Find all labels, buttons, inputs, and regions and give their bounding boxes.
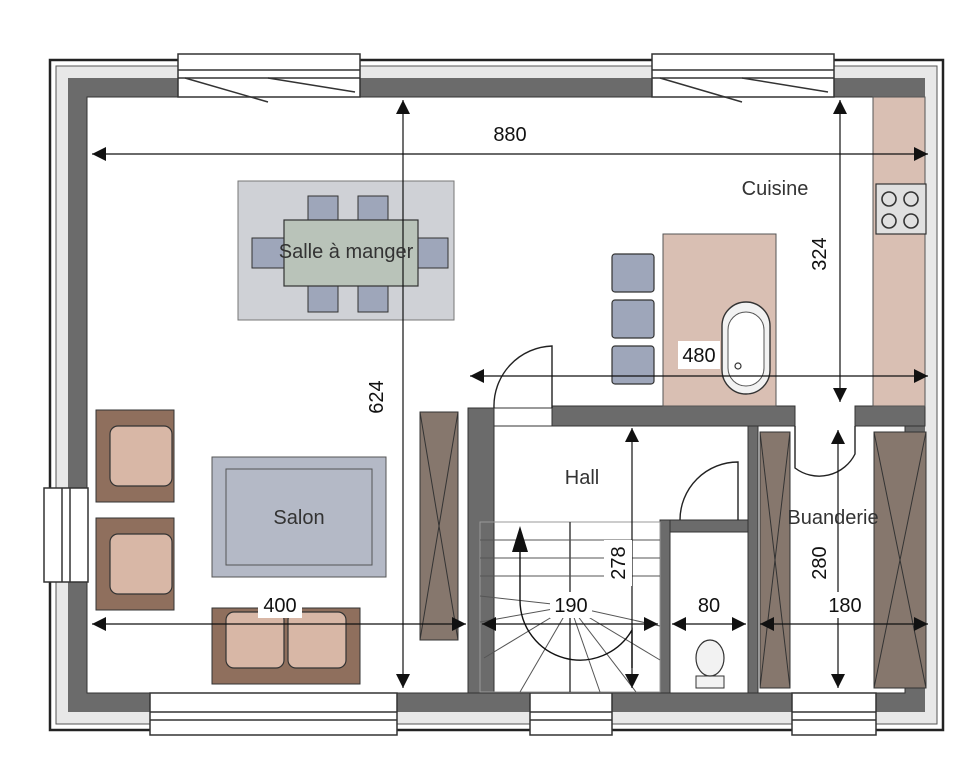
doors — [493, 345, 856, 521]
stool-1 — [611, 253, 655, 293]
room-buanderie: Buanderie — [787, 507, 878, 529]
window-bottom-hall — [529, 692, 613, 736]
window-top-right — [651, 53, 835, 98]
kitchen-island — [611, 233, 777, 407]
windows — [43, 53, 877, 736]
window-top-left — [177, 53, 361, 98]
dim-880: 880 — [493, 124, 526, 146]
stool-2 — [611, 299, 655, 339]
dining-table — [283, 219, 419, 287]
dim-190: 190 — [554, 595, 587, 617]
closets — [419, 411, 927, 689]
living-rug — [211, 456, 387, 578]
window-bottom-laundry — [791, 692, 877, 736]
toilet-icon — [695, 639, 725, 689]
room-labels: Salle à manger Cuisine Salon Hall Buande… — [273, 178, 878, 529]
room-salon: Salon — [273, 507, 324, 529]
dimension-labels: 880 624 324 480 400 190 278 80 180 280 — [263, 124, 861, 617]
dim-80: 80 — [698, 595, 720, 617]
stool-3 — [611, 345, 655, 385]
dining-set — [237, 180, 455, 321]
room-cuisine: Cuisine — [742, 178, 809, 200]
exterior-walls — [48, 58, 945, 732]
dim-180: 180 — [828, 595, 861, 617]
stair-arrow-icon — [512, 526, 528, 552]
room-hall: Hall — [565, 467, 599, 489]
window-left — [43, 487, 89, 583]
room-salle-a-manger: Salle à manger — [279, 241, 414, 263]
dim-624: 624 — [366, 380, 388, 413]
dim-400: 400 — [263, 595, 296, 617]
label-backgrounds — [258, 118, 866, 618]
window-bottom-living — [149, 692, 398, 736]
interior-walls — [467, 405, 926, 694]
dim-324: 324 — [809, 237, 831, 270]
dim-278: 278 — [608, 546, 630, 579]
dim-480: 480 — [682, 345, 715, 367]
cooktop-icon — [875, 183, 927, 235]
living-furniture — [95, 409, 387, 685]
dim-280: 280 — [809, 546, 831, 579]
kitchen-counter — [872, 96, 927, 407]
